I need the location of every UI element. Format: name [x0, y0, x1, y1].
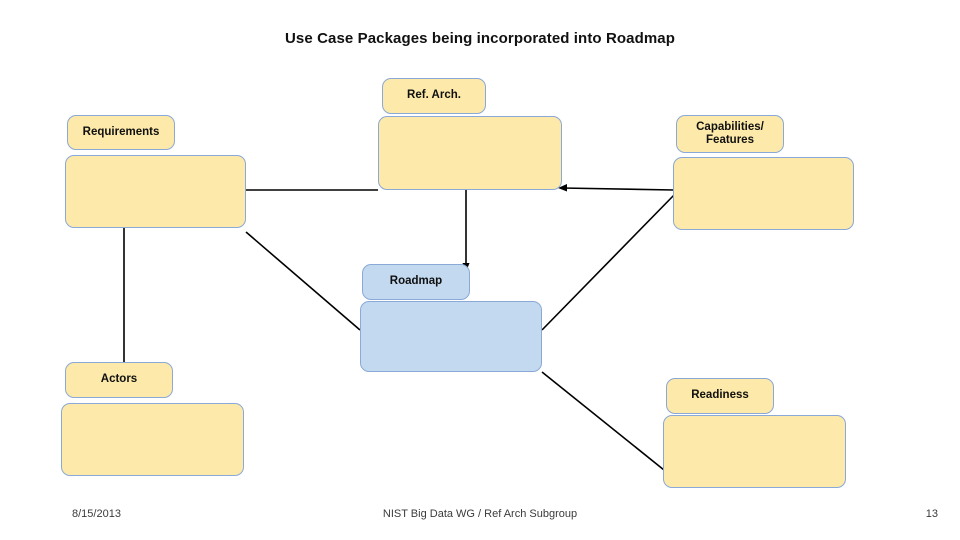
- node-ref-arch-label[interactable]: Ref. Arch.: [382, 78, 486, 114]
- node-ref-arch-body[interactable]: [378, 116, 562, 190]
- node-readiness-body[interactable]: [663, 415, 846, 488]
- node-roadmap-label[interactable]: Roadmap: [362, 264, 470, 300]
- footer-subgroup: NIST Big Data WG / Ref Arch Subgroup: [382, 508, 578, 520]
- node-capabilities-body[interactable]: [673, 157, 854, 230]
- footer-date: 8/15/2013: [72, 508, 121, 520]
- node-requirements-label[interactable]: Requirements: [67, 115, 175, 150]
- node-requirements-body[interactable]: [65, 155, 246, 228]
- node-readiness-label[interactable]: Readiness: [666, 378, 774, 414]
- node-actors-label[interactable]: Actors: [65, 362, 173, 398]
- page-title: Use Case Packages being incorporated int…: [284, 30, 675, 47]
- node-roadmap-body[interactable]: [360, 301, 542, 372]
- node-actors-body[interactable]: [61, 403, 244, 476]
- node-capabilities-label[interactable]: Capabilities/ Features: [676, 115, 784, 153]
- footer-page-number: 13: [925, 508, 938, 520]
